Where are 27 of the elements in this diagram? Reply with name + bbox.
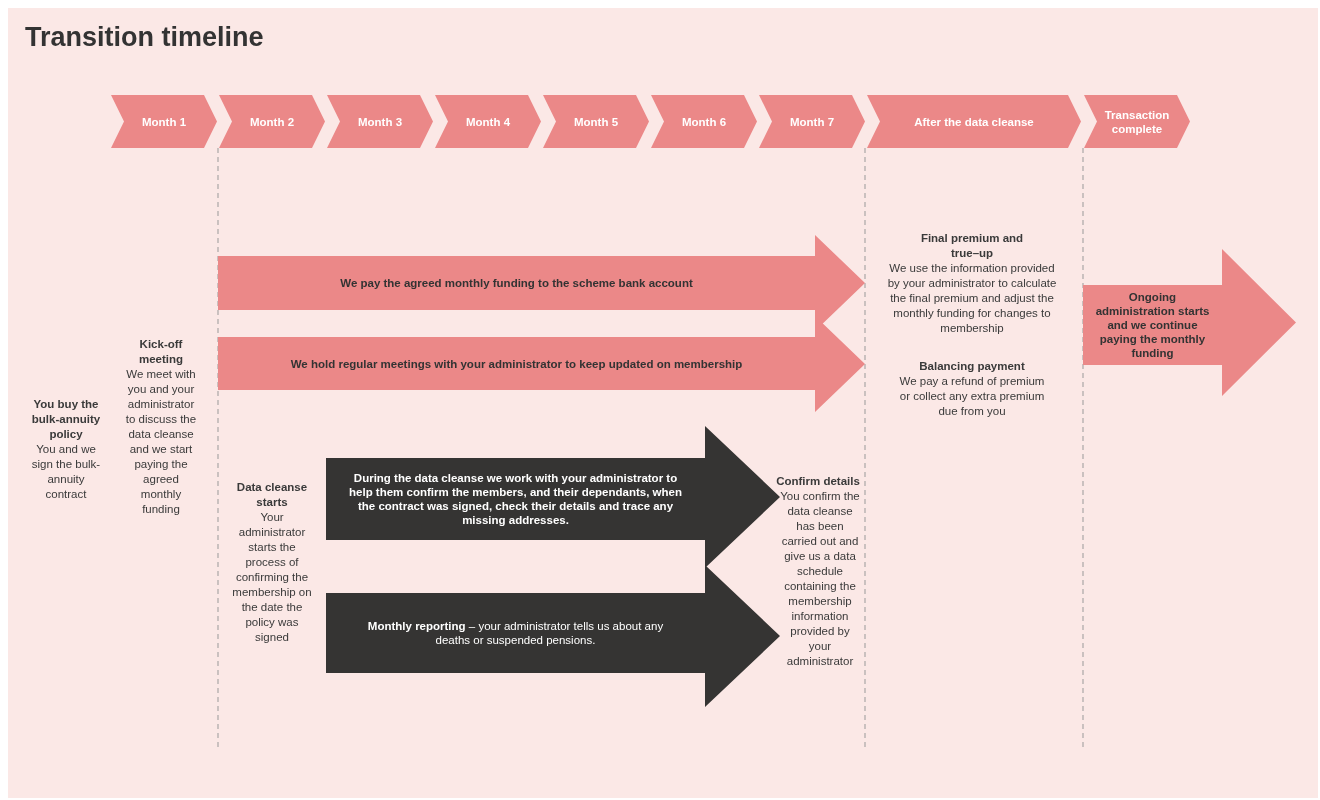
step-heading: Final premium and true–up bbox=[919, 231, 1025, 261]
arrow-text: During the data cleanse we work with your administrator to help them confirm the members, and their dependants, when the contract was signed, check their details and trace any missing addresses. bbox=[348, 471, 683, 527]
step-description: Your administrator starts the process of confirming the membership on the date the policy was signed bbox=[231, 510, 313, 645]
step-description: We use the information provided by your administrator to calculate the final premium and adjust the monthly funding for changes to membership bbox=[886, 261, 1058, 336]
step-description: We pay a refund of premium or collect any extra premium due from you bbox=[898, 374, 1046, 419]
step-label: Month 6 bbox=[681, 114, 727, 129]
arrow-text: Monthly reporting – your administrator tells us about any deaths or suspended pensions. bbox=[366, 619, 665, 647]
step-heading: Kick-off meeting bbox=[137, 337, 185, 367]
diagram-title: Transition timeline bbox=[25, 22, 264, 53]
arrow-text: Ongoing administration starts and we continue paying the monthly funding bbox=[1094, 290, 1211, 360]
arrow-text: We pay the agreed monthly funding to the scheme bank account bbox=[339, 276, 694, 290]
step-heading: You buy the bulk-annuity policy bbox=[30, 397, 102, 442]
step-label: Transaction complete bbox=[1103, 107, 1171, 136]
step-label: Month 3 bbox=[357, 114, 403, 129]
step-description: We meet with you and your administrator to discuss the data cleanse and we start paying the agreed monthly funding bbox=[124, 367, 198, 517]
step-label: Month 7 bbox=[789, 114, 835, 129]
step-label: Month 5 bbox=[573, 114, 619, 129]
step-heading: Confirm details bbox=[775, 474, 861, 489]
step-heading: Balancing payment bbox=[918, 359, 1026, 374]
step-label: Month 1 bbox=[141, 114, 187, 129]
step-label: Month 2 bbox=[249, 114, 295, 129]
step-heading: Data cleanse starts bbox=[235, 480, 309, 510]
arrow-text: We hold regular meetings with your administrator to keep updated on membership bbox=[289, 356, 744, 371]
step-description: You and we sign the bulk-annuity contract bbox=[30, 442, 102, 502]
step-label: After the data cleanse bbox=[914, 114, 1034, 129]
step-description: You confirm the data cleanse has been carried out and give us a data schedule containing the membership information provided by your administrator bbox=[780, 489, 860, 669]
step-label: Month 4 bbox=[465, 114, 511, 129]
